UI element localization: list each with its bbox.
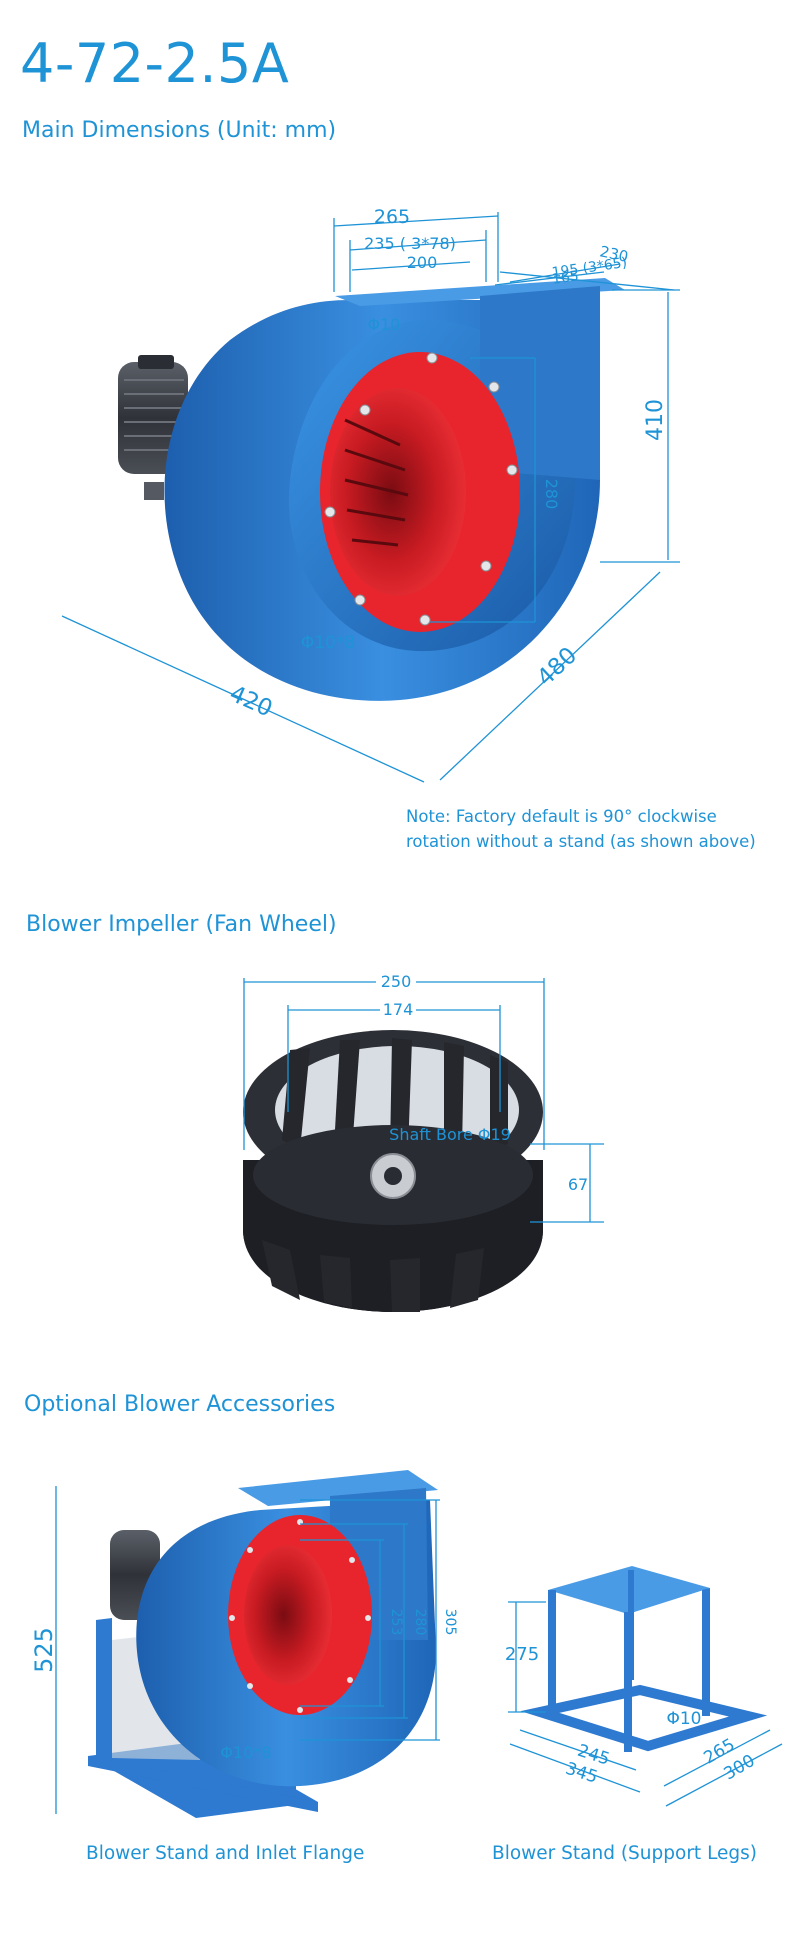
impeller-heading: Blower Impeller (Fan Wheel) <box>26 912 337 937</box>
dim-phi10: Φ10 <box>368 315 401 334</box>
stand-flange-dimension-labels: 525 253 280 305 Φ10*8 <box>30 1609 458 1762</box>
impeller-dimension-labels: 250 174 Shaft Bore Φ19 67 <box>376 970 588 1194</box>
note-line-2: rotation without a stand (as shown above… <box>406 832 756 851</box>
dim-265: 265 <box>374 206 410 228</box>
dim-phi10x8: Φ10*8 <box>301 633 355 653</box>
dim-275: 275 <box>505 1644 539 1665</box>
stand-flange-caption: Blower Stand and Inlet Flange <box>86 1843 365 1864</box>
main-dimensions-heading: Main Dimensions (Unit: mm) <box>22 118 337 143</box>
dim-525: 525 <box>30 1627 58 1673</box>
dim-phi10-stand: Φ10 <box>666 1709 701 1729</box>
impeller-illustration <box>243 1030 543 1312</box>
dim-410: 410 <box>643 399 668 441</box>
flange-bolts <box>324 352 518 626</box>
page-title: 4-72-2.5A <box>20 32 290 95</box>
dim-230: 230 <box>598 242 630 266</box>
impeller-blades <box>262 1038 508 1312</box>
stand-legs <box>548 1570 710 1752</box>
stand-flange-illustration <box>88 1470 438 1818</box>
dim-480: 480 <box>532 642 582 691</box>
stand-outlet-flange <box>238 1470 438 1506</box>
dim-phi10x8-flange: Φ10*8 <box>220 1743 271 1762</box>
shaft-bore-label: Shaft Bore Φ19 <box>389 1125 511 1144</box>
dim-253: 253 <box>388 1609 404 1636</box>
dim-67: 67 <box>568 1175 588 1194</box>
outlet-flange <box>335 278 625 306</box>
dim-420: 420 <box>226 681 277 723</box>
dim-250: 250 <box>381 972 412 991</box>
stand-legs-illustration <box>520 1566 768 1752</box>
dim-200: 200 <box>407 253 438 272</box>
dim-165: 165 <box>551 268 580 288</box>
dim-280-flange: 280 <box>412 1609 428 1636</box>
dim-280: 280 <box>542 479 561 510</box>
stand-legs-dimension-lines <box>508 1601 783 1807</box>
factory-note: Note: Factory default is 90° clockwise r… <box>406 804 756 854</box>
main-dimension-lines <box>61 212 680 783</box>
note-line-1: Note: Factory default is 90° clockwise <box>406 807 717 826</box>
accessories-heading: Optional Blower Accessories <box>24 1392 336 1417</box>
stand-flange-dimension-lines <box>55 1486 440 1814</box>
dim-235: 235 ( 3*78) <box>364 234 456 253</box>
stand-base-frame <box>520 1684 768 1752</box>
stand-inlet-opening <box>244 1545 332 1685</box>
inlet-vanes <box>344 418 409 547</box>
main-blower-illustration <box>118 278 625 701</box>
dim-174: 174 <box>383 1000 414 1019</box>
dim-305: 305 <box>442 1609 458 1636</box>
stand-legs-caption: Blower Stand (Support Legs) <box>492 1843 758 1864</box>
